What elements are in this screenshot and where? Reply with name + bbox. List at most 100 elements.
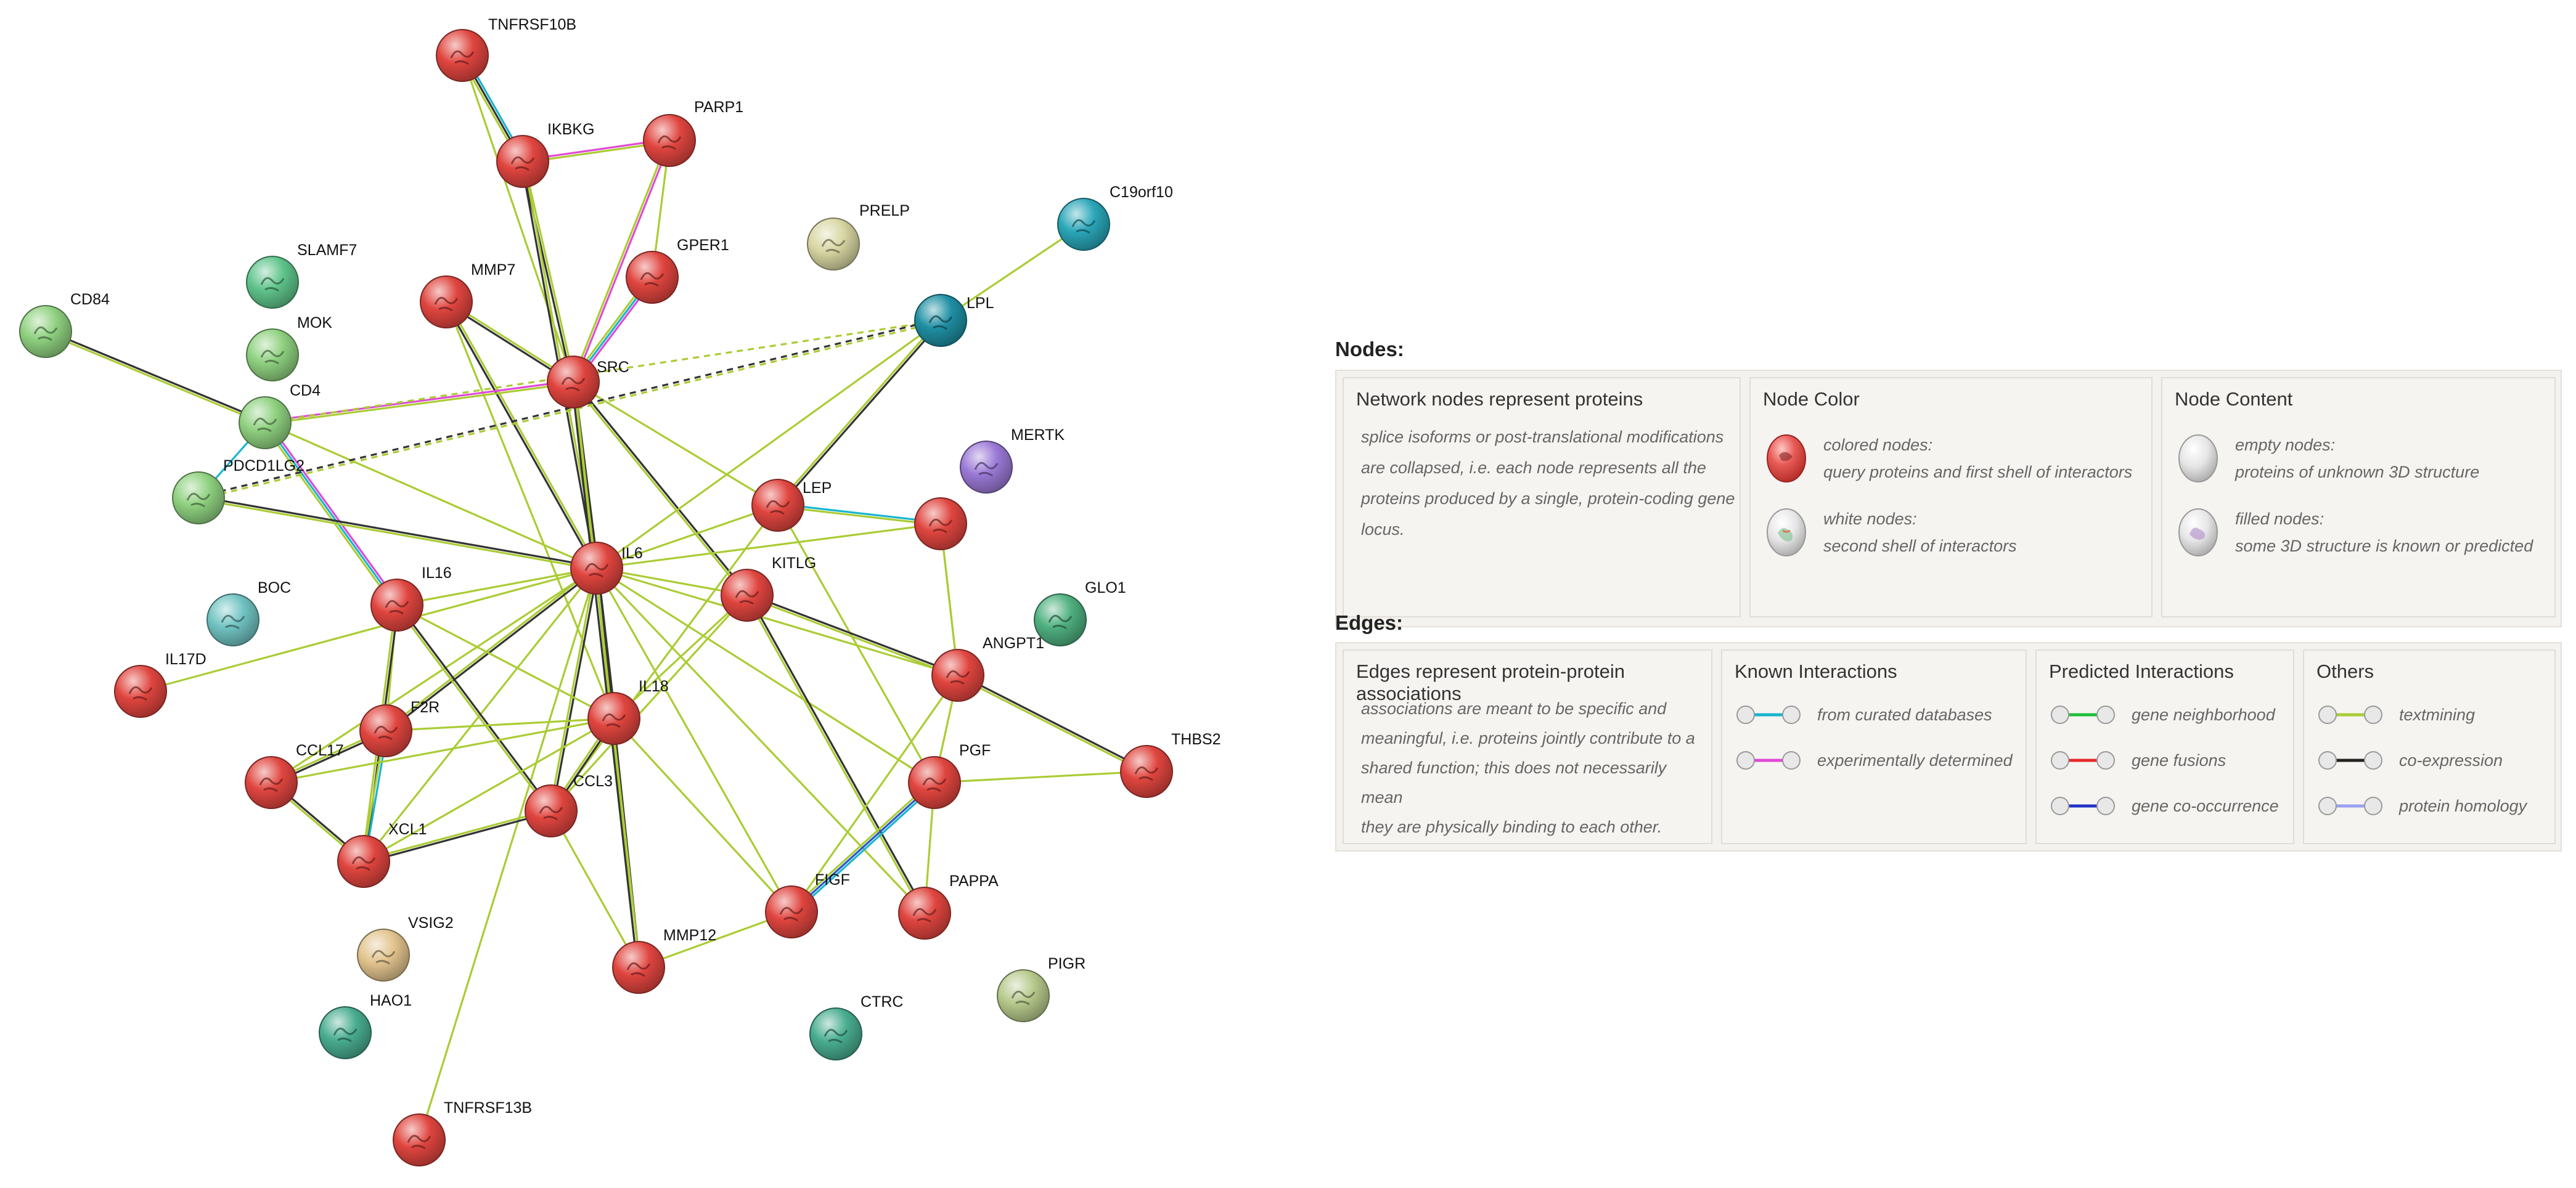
edges-layer: [44, 54, 1148, 1141]
edge-f2r-il18: [385, 717, 615, 732]
edge-il6-il17d: [140, 567, 597, 693]
edge-kitlg-pappa: [745, 595, 925, 914]
node-hgf[interactable]: [914, 497, 967, 550]
edge-angpt1-thbs2: [957, 675, 1147, 774]
edges-panel: Edges represent protein-protein associat…: [1335, 642, 2562, 852]
node-gper1[interactable]: GPER1: [626, 237, 729, 304]
node-figf[interactable]: FIGF: [765, 871, 850, 938]
node-color-box: Node Color colored nodes:query proteins …: [1749, 377, 2153, 617]
node-pdcd1lg2[interactable]: PDCD1LG2: [172, 457, 305, 524]
node-hao1[interactable]: HAO1: [319, 992, 412, 1059]
edge-swatch-icon: [2051, 751, 2115, 770]
node-label: BOC: [258, 579, 291, 596]
node-cd4[interactable]: CD4: [239, 382, 321, 449]
node-label: XCL1: [388, 821, 427, 838]
edge-pgf-figf: [789, 779, 934, 911]
node-pigr[interactable]: PIGR: [997, 955, 1086, 1022]
node-il17d[interactable]: IL17D: [114, 651, 206, 718]
edge-parp1-src: [571, 139, 669, 382]
node-c19orf10[interactable]: C19orf10: [1057, 184, 1173, 251]
node-il6[interactable]: IL6: [570, 542, 643, 595]
edge-cd4-src: [265, 382, 574, 425]
edge-il16-ccl3: [395, 605, 551, 813]
node-label: C19orf10: [1110, 184, 1173, 201]
edge-il18-xcl1: [363, 717, 615, 863]
node-ccl3[interactable]: CCL3: [525, 773, 613, 837]
node-vsig2[interactable]: VSIG2: [357, 914, 454, 982]
edge-kitlg-angpt1: [746, 595, 958, 678]
node-pgf[interactable]: PGF: [908, 742, 991, 809]
edge-lep-hgf: [778, 503, 941, 524]
node-cd84[interactable]: CD84: [19, 291, 110, 358]
structure-glyph: [260, 349, 285, 365]
edge-type-label: gene co-occurrence: [2132, 797, 2279, 815]
predicted-interaction-row: gene fusions: [2049, 747, 2226, 774]
node-ikbkg[interactable]: IKBKG: [496, 121, 594, 188]
white-node-icon: [1767, 508, 1806, 556]
node-glo1[interactable]: GLO1: [1034, 579, 1126, 646]
node-mok[interactable]: MOK: [246, 314, 332, 381]
structure-glyph: [259, 777, 284, 792]
node-label: IKBKG: [547, 121, 594, 138]
edge-angpt1-thbs2: [958, 673, 1148, 771]
node-tnfrsf10b[interactable]: TNFRSF10B: [436, 16, 576, 82]
edge-kitlg-ccl3: [550, 594, 748, 812]
node-label: MOK: [297, 314, 332, 332]
node-lep[interactable]: LEP: [751, 479, 832, 532]
node-label: PGF: [959, 742, 991, 759]
node-content-box: Node Content empty nodes:proteins of unk…: [2161, 377, 2556, 617]
structure-glyph: [735, 590, 759, 605]
node-src[interactable]: SRC: [547, 356, 629, 409]
edge-lep-hgf: [777, 505, 941, 526]
edge-il6-figf: [595, 568, 793, 913]
node-mmp12[interactable]: MMP12: [612, 927, 716, 994]
edge-pdcd1lg2-lpl: [198, 320, 941, 500]
node-f2r[interactable]: F2R: [359, 699, 440, 757]
node-label: CCL3: [573, 773, 613, 790]
edge-tnfrsf10b-src: [461, 55, 574, 383]
structure-glyph: [974, 462, 999, 477]
edge-mmp12-src: [573, 381, 641, 967]
nodes-description-title: Network nodes represent proteins: [1356, 388, 1643, 410]
structure-glyph: [928, 315, 953, 330]
structure-glyph: [385, 600, 409, 615]
node-pappa[interactable]: PAPPA: [898, 873, 999, 940]
edge-pgf-thbs2: [934, 770, 1147, 784]
node-thbs2[interactable]: THBS2: [1120, 731, 1221, 798]
other-interaction-row: co-expression: [2316, 747, 2503, 774]
edge-lpl-lep: [778, 320, 942, 507]
edge-il6-f2r: [384, 566, 597, 731]
predicted-interactions-title: Predicted Interactions: [2049, 661, 2234, 682]
predicted-interactions-box: Predicted Interactions gene neighborhood…: [2035, 649, 2294, 844]
node-label: MMP12: [663, 927, 716, 944]
node-tnfrsf13b[interactable]: TNFRSF13B: [393, 1099, 532, 1166]
edge-swatch-icon: [2051, 706, 2115, 724]
node-kitlg[interactable]: KITLG: [721, 555, 816, 622]
node-mmp7[interactable]: MMP7: [420, 261, 515, 328]
node-xcl1[interactable]: XCL1: [337, 821, 427, 888]
node-mertk[interactable]: MERTK: [960, 426, 1065, 494]
edge-lep-ccl3: [550, 505, 779, 812]
edge-type-label: co-expression: [2399, 751, 2503, 770]
node-prelp[interactable]: PRELP: [807, 202, 910, 271]
node-angpt1[interactable]: ANGPT1: [931, 635, 1044, 702]
edge-cd4-il16: [264, 422, 398, 606]
known-interaction-row: from curated databases: [1735, 701, 1992, 728]
structure-glyph: [539, 805, 563, 821]
nodes-section-title: Nodes:: [1335, 338, 1404, 360]
node-lpl[interactable]: LPL: [914, 294, 994, 347]
node-label: FIGF: [815, 871, 850, 889]
empty-node-icon: [2178, 434, 2218, 482]
edge-il6-pgf: [596, 567, 935, 784]
edge-type-label: experimentally determined: [1817, 751, 2013, 770]
node-parp1[interactable]: PARP1: [643, 99, 743, 167]
node-il16[interactable]: IL16: [370, 564, 452, 632]
node-slamf7[interactable]: SLAMF7: [246, 242, 357, 309]
node-boc[interactable]: BOC: [206, 579, 291, 646]
node-il18[interactable]: IL18: [587, 678, 669, 745]
structure-glyph: [1071, 219, 1096, 234]
node-label: SLAMF7: [297, 242, 357, 259]
node-ctrc[interactable]: CTRC: [809, 993, 903, 1060]
node-ccl17[interactable]: CCL17: [245, 742, 344, 809]
